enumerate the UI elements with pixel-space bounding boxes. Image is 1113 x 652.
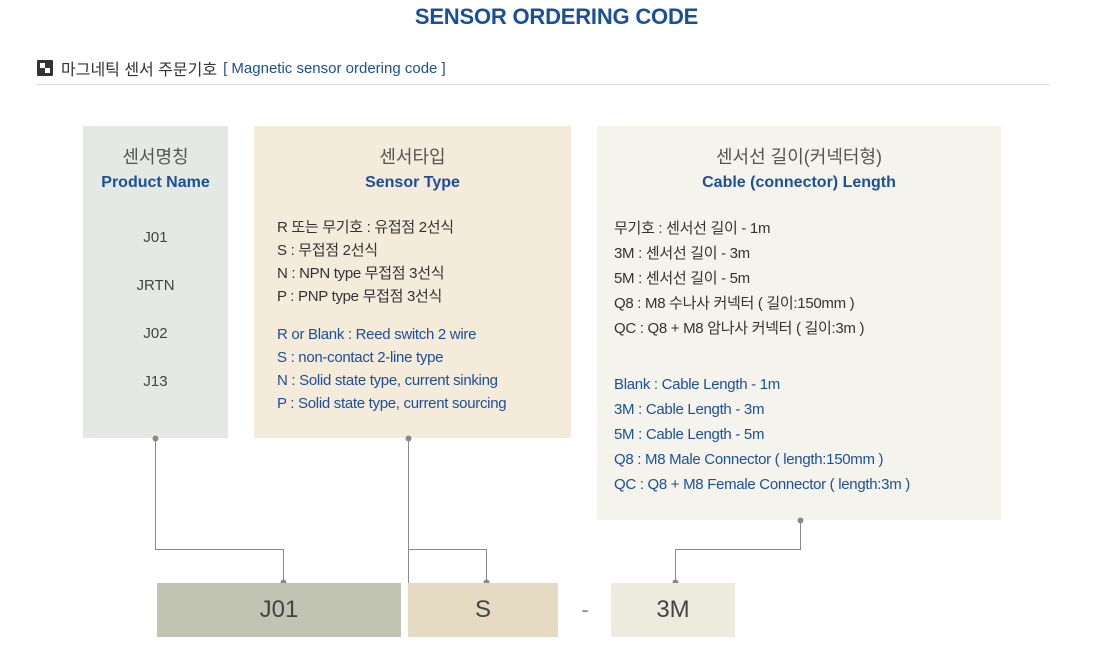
product-name-box: 센서명칭 Product Name J01 JRTN J02 J13 [83, 126, 228, 438]
code-separator: - [581, 597, 589, 622]
code-sensor-cell: S [408, 583, 558, 637]
product-connector-dot-top [152, 435, 159, 442]
sensor-connector-line-lower [408, 549, 487, 583]
cable-length-line-ko: Q8 : M8 수나사 커넥터 ( 길이:150mm ) [614, 295, 855, 312]
product-name-item: J02 [143, 325, 168, 342]
cable-length-line-en: Q8 : M8 Male Connector ( length:150mm ) [614, 451, 884, 468]
product-name-title-ko: 센서명칭 [122, 147, 189, 167]
product-name-item: J01 [143, 229, 168, 246]
product-name-list: J01 JRTN J02 J13 [83, 228, 228, 420]
code-cable-cell: 3M [611, 583, 735, 637]
product-name-item: JRTN [136, 277, 175, 294]
cable-length-line-ko: 5M : 센서선 길이 - 5m [614, 270, 750, 287]
cable-connector-dot-top [797, 517, 804, 524]
cable-length-box: 센서선 길이(커넥터형) Cable (connector) Length 무기… [597, 126, 1001, 520]
sensor-type-list-ko: R 또는 무기호 : 유접점 2선식 S : 무접점 2선식 N : NPN t… [254, 216, 571, 308]
cable-length-line-ko: 무기호 : 센서선 길이 - 1m [614, 220, 771, 237]
sensor-type-line-en: P : Solid state type, current sourcing [277, 395, 507, 412]
sensor-type-list-en: R or Blank : Reed switch 2 wire S : non-… [254, 323, 571, 415]
cable-length-line-ko: 3M : 센서선 길이 - 3m [614, 245, 750, 262]
sensor-type-line-en: S : non-contact 2-line type [277, 349, 444, 366]
sensor-type-line-ko: P : PNP type 무접점 3선식 [277, 288, 443, 305]
product-connector-line [155, 438, 284, 583]
sensor-type-line-ko: R 또는 무기호 : 유접점 2선식 [277, 219, 454, 236]
section-heading: 마그네틱 센서 주문기호 [ Magnetic sensor ordering … [37, 57, 446, 79]
cable-length-list-en: Blank : Cable Length - 1m 3M : Cable Len… [597, 372, 1001, 497]
code-product-cell: J01 [157, 583, 401, 637]
page-title: SENSOR ORDERING CODE [414, 4, 699, 29]
sensor-type-box: 센서타입 Sensor Type R 또는 무기호 : 유접점 2선식 S : … [254, 126, 571, 438]
square-dots-icon [37, 60, 53, 76]
cable-length-title-en: Cable (connector) Length [702, 174, 896, 191]
sensor-type-title-en: Sensor Type [365, 174, 460, 191]
cable-length-line-ko: QC : Q8 + M8 암나사 커넥터 ( 길이:3m ) [614, 320, 865, 337]
section-title-en: [ Magnetic sensor ordering code ] [223, 59, 446, 77]
sensor-connector-dot-top [405, 435, 412, 442]
sensor-type-line-ko: N : NPN type 무접점 3선식 [277, 265, 445, 282]
cable-length-line-en: 5M : Cable Length - 5m [614, 426, 765, 443]
product-name-title-en: Product Name [101, 174, 210, 191]
product-name-item: J13 [143, 373, 168, 390]
sensor-type-line-en: N : Solid state type, current sinking [277, 372, 498, 389]
cable-length-line-en: Blank : Cable Length - 1m [614, 376, 780, 393]
sensor-type-title-ko: 센서타입 [379, 147, 446, 167]
cable-length-list-ko: 무기호 : 센서선 길이 - 1m 3M : 센서선 길이 - 3m 5M : … [597, 216, 1001, 341]
cable-connector-line [675, 520, 801, 583]
cable-length-line-en: QC : Q8 + M8 Female Connector ( length:3… [614, 476, 910, 493]
sensor-type-line-ko: S : 무접점 2선식 [277, 242, 378, 259]
section-title-ko: 마그네틱 센서 주문기호 [61, 62, 218, 79]
cable-length-line-en: 3M : Cable Length - 3m [614, 401, 765, 418]
section-divider [37, 84, 1050, 85]
sensor-type-line-en: R or Blank : Reed switch 2 wire [277, 326, 477, 343]
cable-length-title-ko: 센서선 길이(커넥터형) [715, 147, 883, 167]
